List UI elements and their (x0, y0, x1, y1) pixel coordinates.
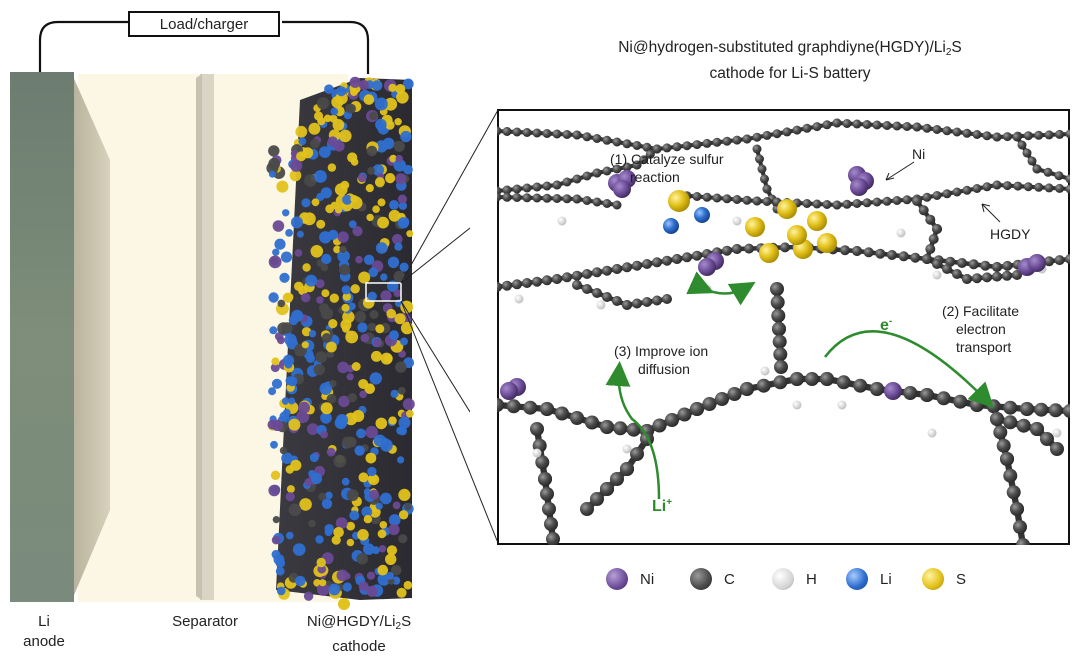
legend-label: Li (880, 570, 892, 588)
separator (200, 74, 214, 600)
legend-item-h: H (772, 567, 817, 591)
catalysis-arrow (686, 271, 756, 306)
legend-label: H (806, 570, 817, 588)
legend-item-c: C (690, 567, 735, 591)
li-ion-text: Li (652, 498, 667, 515)
improve-annotation: (3) Improve ion diffusion (614, 342, 744, 378)
anode-label-line2: anode (23, 633, 65, 650)
facilitate-line3: transport (956, 339, 1012, 355)
hgdy-pointer (981, 203, 1001, 223)
cathode-label-text: Ni@HGDY/Li (306, 613, 396, 630)
legend-item-s: S (922, 567, 966, 591)
title-line2: cathode for Li-S battery (709, 65, 871, 82)
title-line1-end: S (951, 39, 962, 56)
title-sub: 2 (945, 47, 952, 58)
legend-item-ni: Ni (606, 567, 654, 591)
electron-label: e- (880, 316, 892, 335)
wire-right (282, 20, 370, 74)
cathode-atoms (266, 76, 415, 610)
battery-schematic (10, 20, 470, 610)
legend-label: Ni (640, 570, 655, 588)
electron-text: e (880, 317, 889, 334)
legend-label: S (956, 570, 967, 588)
catalyze-annotation: (1) Catalyze sulfur reaction (610, 150, 730, 186)
anode-label: Li anode (14, 612, 74, 652)
catalyze-line2: reaction (630, 169, 680, 185)
legend-item-li: Li (846, 567, 892, 591)
anode-side (72, 74, 110, 600)
electron-arrow (824, 330, 995, 409)
molecular-chains (497, 118, 1070, 545)
cathode-label: Ni@HGDY/Li2S cathode (294, 612, 424, 657)
li-ion-sup: + (666, 497, 673, 508)
catalyze-line1: (1) Catalyze sulfur (610, 151, 724, 167)
legend-swatch (772, 568, 794, 590)
load-charger-label: Load/charger (159, 15, 249, 33)
cathode-label-end: S (401, 613, 412, 630)
electron-sup: - (888, 316, 893, 327)
figure-title: Ni@hydrogen-substituted graphdiyne(HGDY)… (520, 37, 1060, 84)
cathode-label-sub: 2 (395, 621, 402, 632)
ni-annotation: Ni (912, 146, 926, 162)
zoom-box (365, 282, 402, 302)
anode-label-line1: Li (38, 613, 50, 630)
improve-line2: diffusion (638, 361, 690, 377)
li-ion-label: Li+ (652, 497, 672, 516)
facilitate-line2: electron (956, 321, 1006, 337)
hgdy-annotation: HGDY (990, 226, 1031, 242)
separator-label: Separator (172, 613, 238, 630)
li-anode (10, 72, 74, 602)
load-charger-box: Load/charger (128, 11, 280, 37)
wire-left (38, 20, 128, 74)
facilitate-line1: (2) Facilitate (942, 303, 1020, 319)
improve-line1: (3) Improve ion (614, 343, 709, 359)
legend-swatch (922, 568, 944, 590)
legend-swatch (690, 568, 712, 590)
legend-swatch (606, 568, 628, 590)
hgdy-structure-panel (497, 109, 1070, 545)
cathode-label-line2: cathode (332, 638, 386, 655)
ni-pointer (885, 161, 915, 181)
facilitate-annotation: (2) Facilitate electron transport (942, 302, 1042, 356)
legend-swatch (846, 568, 868, 590)
legend-label: C (724, 570, 735, 588)
title-line1: Ni@hydrogen-substituted graphdiyne(HGDY)… (618, 39, 946, 56)
ion-arrow (605, 361, 661, 500)
